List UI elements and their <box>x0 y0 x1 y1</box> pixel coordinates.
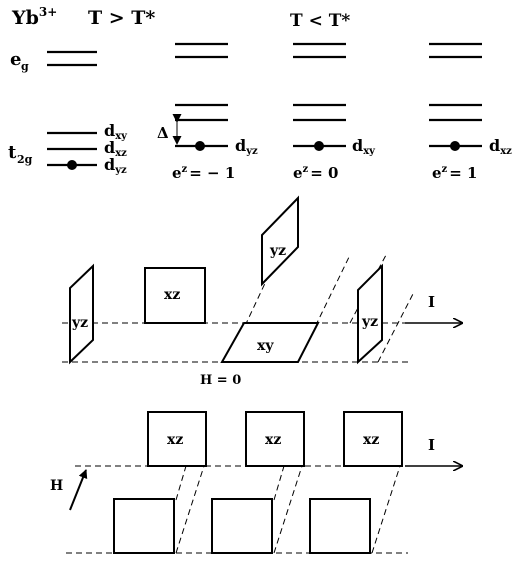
low-temp-label: T < T* <box>290 11 350 31</box>
lower-plaquette-1 <box>113 498 175 554</box>
xz-label: xz <box>164 287 180 303</box>
xz-plaquette-2 <box>245 411 305 467</box>
yz-plaquette-raised <box>261 195 299 287</box>
dxz-label: dxz <box>104 138 127 159</box>
electron-dot <box>67 160 77 170</box>
dyz-label: dyz <box>235 136 258 157</box>
levels-ez-minus-one: Δ dyz ez= − 1 <box>157 42 258 182</box>
xy-plaquette <box>220 322 320 363</box>
high-temp-label: T > T* <box>88 7 155 29</box>
eg-sub: g <box>21 60 29 73</box>
ez-minus-one-label: ez= − 1 <box>172 164 235 182</box>
xz-label: xz <box>167 432 183 448</box>
connector <box>377 291 415 363</box>
connector <box>273 465 285 501</box>
orbital-chain-applied-field: I H xz xz xz <box>50 411 462 554</box>
connector <box>273 465 303 554</box>
eg-text: e <box>10 49 21 70</box>
dxy-label: dxy <box>352 136 376 157</box>
yz-label: yz <box>71 315 88 331</box>
dyz-label: dyz <box>104 155 127 176</box>
xz-plaquette-3 <box>343 411 403 467</box>
t2g-text: t <box>8 142 17 163</box>
current-label: I <box>428 436 435 454</box>
xy-label: xy <box>257 338 274 354</box>
connector <box>349 254 387 324</box>
xz-plaquette <box>144 267 206 324</box>
ez-zero-label: ez= 0 <box>293 164 338 182</box>
electron-dot <box>314 141 324 151</box>
electron-dot <box>450 141 460 151</box>
electron-dot <box>195 141 205 151</box>
yz-plaquette-right <box>357 263 383 365</box>
lower-plaquette-3 <box>309 498 371 554</box>
delta-label: Δ <box>157 124 169 142</box>
levels-ez-one: dxz ez= 1 <box>429 42 512 182</box>
lower-plaquette-2 <box>211 498 273 554</box>
levels-ez-zero: dxy ez= 0 <box>293 42 376 182</box>
ez-one-label: ez= 1 <box>432 164 477 182</box>
connector <box>175 465 187 501</box>
yz-label: yz <box>269 243 286 259</box>
ion-label: Yb3+ <box>11 5 57 29</box>
orbital-chain-zero-field: I yz xz yz xy yz H = 0 <box>62 195 462 388</box>
t2g-sub: 2g <box>17 153 33 166</box>
xz-label: xz <box>363 432 379 448</box>
xz-label: xz <box>265 432 281 448</box>
field-label: H <box>50 478 63 494</box>
yz-label: yz <box>361 314 378 330</box>
current-label: I <box>428 293 435 311</box>
field-arrow <box>69 469 88 511</box>
yz-plaquette-left <box>69 263 94 365</box>
energy-level-panel: Yb3+ T > T* T < T* e g t 2g dxy dxz dyz <box>8 5 512 182</box>
dxy-label: dxy <box>104 121 128 142</box>
levels-high-temp: dxy dxz dyz <box>47 50 128 176</box>
connector <box>175 465 205 554</box>
connector <box>371 465 401 554</box>
field-label-zero: H = 0 <box>200 373 241 388</box>
xz-plaquette-1 <box>147 411 207 467</box>
dxz-label: dxz <box>489 136 512 157</box>
